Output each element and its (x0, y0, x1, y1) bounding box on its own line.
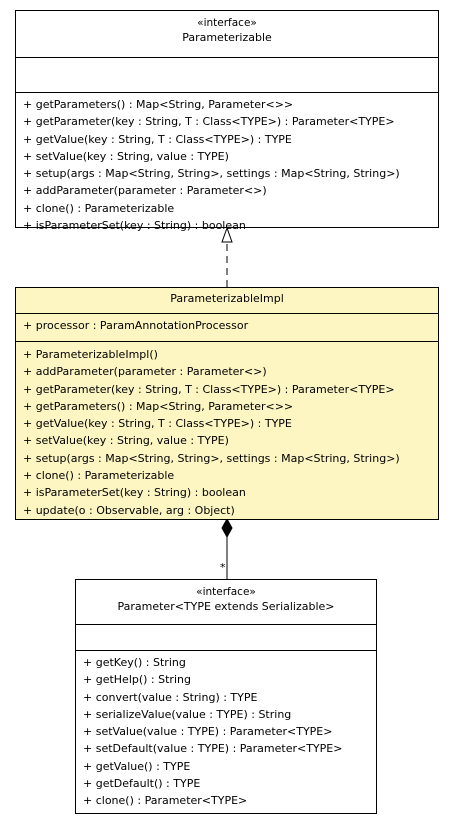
method: + setValue(key : String, value : TYPE) (23, 434, 229, 448)
class-header: ParameterizableImpl (16, 288, 438, 314)
methods-section: + getParameters() : Map<String, Paramete… (16, 93, 438, 236)
method: + clone() : Parameterizable (23, 201, 175, 215)
method: + isParameterSet(key : String) : boolean (23, 219, 246, 233)
method: + getValue(key : String, T : Class<TYPE>… (23, 132, 292, 146)
method: + getParameters() : Map<String, Paramete… (23, 98, 294, 111)
class-parameterizable-impl: ParameterizableImpl + processor : ParamA… (15, 287, 439, 520)
field: + processor : ParamAnnotationProcessor (23, 319, 249, 332)
composition-diamond (221, 517, 233, 539)
method: + setValue(value : TYPE) : Parameter<TYP… (83, 725, 333, 739)
method: + update(o : Observable, arg : Object) (23, 503, 235, 517)
method: + getParameter(key : String, T : Class<T… (23, 382, 395, 396)
method: + clone() : Parameterizable (23, 469, 175, 483)
method: + getKey() : String (83, 656, 186, 669)
fields-section (16, 58, 438, 93)
stereotype-label: «interface» (196, 586, 256, 598)
method: + getParameter(key : String, T : Class<T… (23, 115, 395, 129)
method: + getDefault() : TYPE (83, 777, 201, 791)
method: + getValue() : TYPE (83, 759, 191, 773)
method: + getParameters() : Map<String, Paramete… (23, 399, 294, 413)
class-name: ParameterizableImpl (170, 292, 284, 305)
class-header: «interface» Parameter<TYPE extends Seria… (76, 580, 376, 625)
method: + convert(value : String) : TYPE (83, 690, 258, 704)
fields-section (76, 625, 376, 651)
method: + addParameter(parameter : Parameter<>) (23, 365, 267, 379)
methods-section: + ParameterizableImpl() + addParameter(p… (16, 342, 438, 521)
method: + serializeValue(value : TYPE) : String (83, 707, 292, 721)
realization-arrowhead (221, 226, 233, 243)
method: + ParameterizableImpl() (23, 348, 158, 361)
method: + setValue(key : String, value : TYPE) (23, 149, 229, 163)
method: + setup(args : Map<String, String>, sett… (23, 451, 400, 465)
class-header: «interface» Parameterizable (16, 11, 438, 58)
method: + setup(args : Map<String, String>, sett… (23, 167, 400, 181)
method: + getHelp() : String (83, 673, 191, 687)
stereotype-label: «interface» (197, 17, 257, 29)
composition-multiplicity: * (220, 561, 226, 574)
fields-section: + processor : ParamAnnotationProcessor (16, 314, 438, 342)
methods-section: + getKey() : String + getHelp() : String… (76, 651, 376, 812)
class-name: Parameter<TYPE extends Serializable> (117, 600, 335, 613)
class-parameter: «interface» Parameter<TYPE extends Seria… (75, 579, 377, 814)
class-name: Parameterizable (182, 31, 272, 44)
method: + addParameter(parameter : Parameter<>) (23, 184, 267, 198)
class-parameterizable: «interface» Parameterizable + getParamet… (15, 10, 439, 232)
method: + setDefault(value : TYPE) : Parameter<T… (83, 742, 343, 756)
method: + clone() : Parameter<TYPE> (83, 794, 248, 808)
method: + getValue(key : String, T : Class<TYPE>… (23, 417, 292, 431)
method: + isParameterSet(key : String) : boolean (23, 486, 246, 500)
